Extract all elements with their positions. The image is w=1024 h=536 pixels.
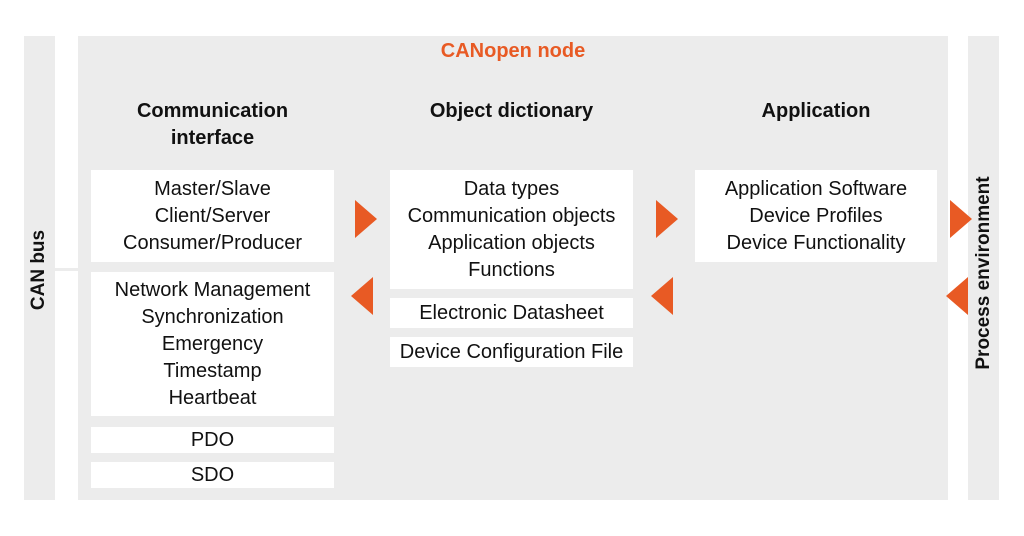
comm-service-item: Master/Slave <box>154 177 271 200</box>
process-environment-bar <box>968 36 999 500</box>
can-bus-label: CAN bus <box>28 229 49 311</box>
arrow-from-process <box>946 277 968 315</box>
comm-service-item: Consumer/Producer <box>123 231 302 254</box>
arrow-to-process <box>950 200 972 238</box>
can-bus-bar <box>24 36 55 500</box>
od-entry: Functions <box>468 258 555 281</box>
arrow-od-to-app <box>656 200 678 238</box>
communication-interface-heading: Communication interface <box>136 100 289 149</box>
application-entry: Device Profiles <box>749 204 883 227</box>
arrow-app-to-od <box>651 277 673 315</box>
application-entry: Application Software <box>724 177 908 200</box>
object-dictionary-box: Data types Communication objects Applica… <box>390 170 633 289</box>
sdo-label: SDO <box>190 463 235 486</box>
electronic-datasheet-box: Electronic Datasheet <box>390 298 633 328</box>
arrow-comm-to-od <box>355 200 377 238</box>
can-bus-connector <box>55 268 78 271</box>
comm-service-item: Client/Server <box>154 204 271 227</box>
device-configuration-file-label: Device Configuration File <box>399 340 624 363</box>
network-service-item: Network Management <box>114 278 311 301</box>
application-heading: Application <box>761 100 871 122</box>
device-configuration-file-box: Device Configuration File <box>390 337 633 367</box>
od-entry: Application objects <box>428 231 595 254</box>
network-service-item: Synchronization <box>141 305 284 328</box>
network-service-item: Heartbeat <box>168 386 257 409</box>
pdo-box: PDO <box>91 427 334 453</box>
network-services-box: Network Management Synchronization Emerg… <box>91 272 334 416</box>
od-entry: Communication objects <box>407 204 616 227</box>
process-environment-label: Process environment <box>973 176 994 370</box>
sdo-box: SDO <box>91 462 334 488</box>
application-box: Application Software Device Profiles Dev… <box>695 170 937 262</box>
comm-services-box: Master/Slave Client/Server Consumer/Prod… <box>91 170 334 262</box>
pdo-label: PDO <box>190 428 235 451</box>
network-service-item: Timestamp <box>163 359 262 382</box>
od-entry: Data types <box>463 177 560 200</box>
diagram-title: CANopen node <box>440 40 586 62</box>
electronic-datasheet-label: Electronic Datasheet <box>419 301 604 324</box>
arrow-od-to-comm <box>351 277 373 315</box>
application-entry: Device Functionality <box>726 231 906 254</box>
object-dictionary-heading: Object dictionary <box>429 100 594 122</box>
network-service-item: Emergency <box>161 332 264 355</box>
